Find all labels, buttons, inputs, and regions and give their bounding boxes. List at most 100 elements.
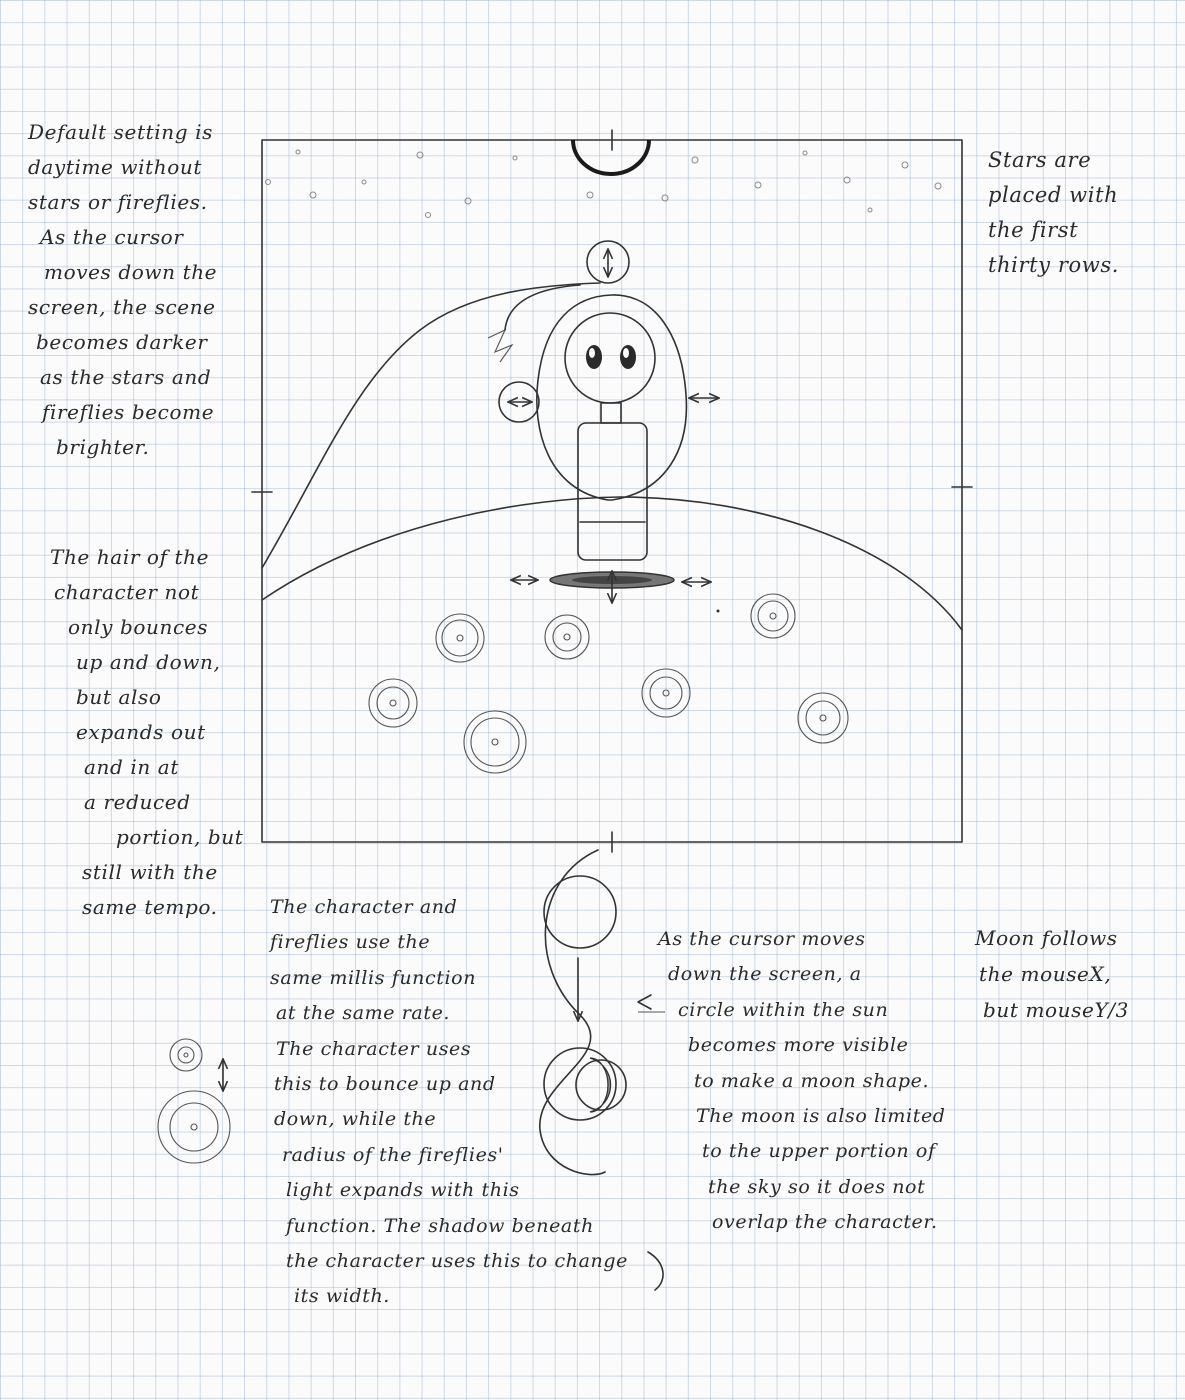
star [867,207,873,213]
note-line: As the cursor [40,225,184,249]
firefly-large [157,1090,231,1164]
star [802,150,808,156]
character-body [577,422,648,561]
note-line: thirty rows. [988,253,1120,277]
character-left-eye [586,345,602,369]
moon-inner-circle [575,1059,627,1111]
note-line: down the screen, a [668,963,862,986]
fireflies-group [368,593,849,774]
star [934,182,942,190]
firefly-glow-icon [435,613,485,663]
note-line: The character uses [276,1037,472,1060]
hair-bounce-circle [586,240,630,284]
note-hair: The hair of the character not only bounc… [50,540,243,925]
firefly-small [169,1038,203,1072]
note-line: Moon follows [975,926,1118,950]
firefly-glow-icon [368,678,418,728]
note-line: expands out [76,720,206,744]
sun-circle [543,875,617,949]
note-line: brighter. [56,435,150,459]
firefly-glow-icon [797,692,849,744]
note-line: daytime without [28,155,203,179]
note-line: becomes more visible [688,1034,909,1057]
note-line: moves down the [44,260,218,284]
character-head [564,312,656,404]
character-neck [600,402,622,424]
note-line: fireflies become [42,400,215,424]
note-line: but mouseY/3 [983,998,1129,1022]
note-line: The hair of the [50,545,210,569]
note-line: The character and [270,896,458,918]
star [843,176,851,184]
note-line: portion, but [116,825,244,849]
firefly-example [157,1038,231,1164]
note-line: to the upper portion of [702,1140,936,1163]
star [295,149,301,155]
note-line: the sky so it does not [708,1175,926,1198]
ground-hill [261,496,963,631]
crescent-moon-icon [589,1057,612,1113]
hair-strand [261,282,601,569]
note-line: but also [76,685,162,709]
note-line: As the cursor moves [658,928,866,950]
star [425,212,431,218]
character-right-eye [620,345,636,369]
note-line: same tempo. [82,895,218,919]
note-line: Default setting is [28,120,213,144]
note-line: Stars are [988,148,1092,172]
firefly-glow-icon [544,614,590,660]
firefly-glow-icon [750,593,796,639]
note-moon-follows: Moon follows the mouseX, but mouseY/3 [975,920,1129,1028]
note-line: screen, the scene [28,295,216,319]
note-line: The moon is also limited [696,1105,946,1128]
note-line: a reduced [84,790,191,814]
note-line: character not [54,580,200,604]
note-line: light expands with this [286,1179,520,1202]
star [901,161,909,169]
moon-circle [543,1047,617,1121]
stars-group [265,149,942,218]
note-default-setting: Default setting is daytime without stars… [28,115,217,465]
note-line: this to bounce up and [274,1073,496,1096]
note-line: fireflies use the [270,931,431,954]
star [691,156,699,164]
sun-half-circle [571,139,651,176]
note-line: to make a moon shape. [694,1069,930,1092]
note-line: radius of the fireflies' [282,1143,504,1166]
hair-outline [536,294,688,501]
note-line: circle within the sun [678,998,889,1021]
note-line: becomes darker [36,330,208,354]
note-line: and in at [84,755,179,779]
star [464,197,472,205]
note-line: down, while the [274,1108,437,1131]
canvas-frame [261,139,963,843]
star [416,151,424,159]
note-line: only bounces [68,615,209,639]
note-cursor-moon: As the cursor moves down the screen, a c… [658,922,946,1241]
hair-strand-hatch [487,328,514,363]
note-line: the character uses this to change [286,1250,628,1273]
note-line: stars or fireflies. [28,190,208,214]
note-line: the first [988,218,1079,242]
hair-side-circle [498,381,540,423]
note-stars: Stars are placed with the first thirty r… [988,143,1119,283]
star [586,191,594,199]
note-line: function. The shadow beneath [286,1214,594,1237]
star [309,191,317,199]
note-line: its width. [294,1285,390,1308]
less-than-mark [637,994,652,1010]
note-line: placed with [988,183,1119,207]
note-line: same millis function [270,966,477,989]
star [361,179,367,185]
star [265,179,271,185]
note-line: at the same rate. [276,1002,451,1025]
note-line: overlap the character. [712,1211,938,1234]
note-millis: The character and fireflies use the same… [270,890,628,1315]
note-line: up and down, [76,650,221,674]
note-line: still with the [82,860,218,884]
star [512,155,518,161]
firefly-glow-icon [641,668,691,718]
star [661,194,669,202]
note-line: as the stars and [40,365,212,389]
